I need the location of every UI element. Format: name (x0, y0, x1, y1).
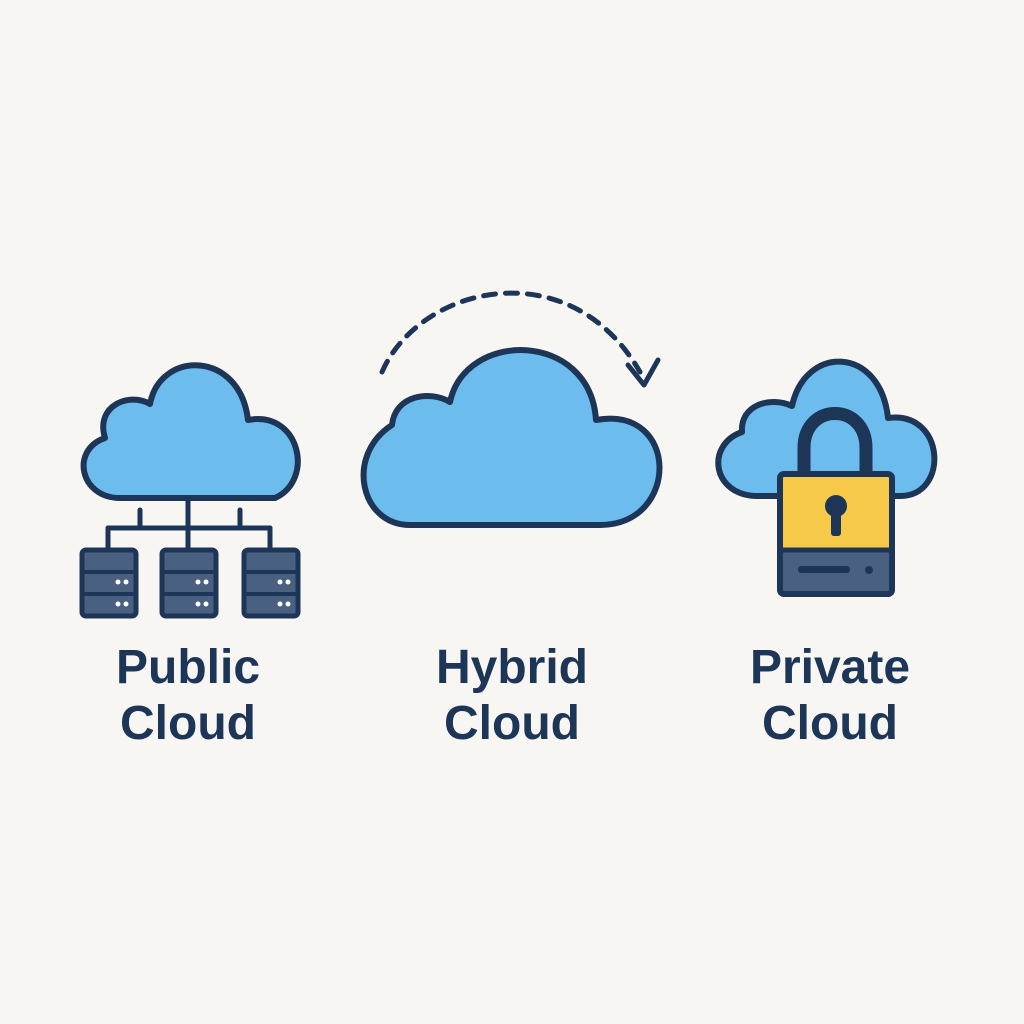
dashed-arrow-icon (379, 290, 643, 375)
hybrid-cloud-label-line1: Hybrid (435, 641, 588, 694)
public-cloud-label-line2: Cloud (120, 697, 256, 750)
private-cloud-label: Private Cloud (690, 640, 970, 752)
private-cloud-label-line2: Cloud (762, 697, 898, 750)
cloud-icon (715, 358, 938, 499)
arrow-head-icon (625, 357, 661, 388)
server-icon (159, 547, 219, 619)
private-cloud-label-line1: Private (749, 641, 911, 694)
public-cloud-group (79, 362, 301, 619)
hybrid-cloud-group (360, 290, 663, 528)
hybrid-cloud-label: Hybrid Cloud (372, 640, 652, 752)
public-cloud-label: Public Cloud (48, 640, 328, 752)
public-cloud-label-line1: Public (115, 641, 261, 694)
server-icon (79, 547, 139, 619)
private-cloud-group (715, 358, 938, 597)
server-icon (241, 547, 301, 619)
cloud-icon (80, 362, 301, 501)
hybrid-cloud-label-line2: Cloud (444, 697, 580, 750)
cloud-icon (360, 347, 663, 528)
network-connector (105, 495, 273, 553)
padlock-icon (777, 407, 895, 597)
